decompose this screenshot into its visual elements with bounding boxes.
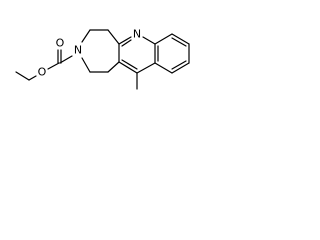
bond-c3-n-ring (118, 36, 132, 45)
bond-carbonyl-n (59, 55, 73, 64)
carbonyl-oxygen-label: O (56, 37, 65, 50)
bond-c6-c5b (171, 62, 190, 74)
bond-c2-c3 (107, 29, 120, 45)
structure-drawing: O O N N (15, 28, 190, 90)
bond-c3-n-ring-double (121, 39, 132, 47)
bond-ethyl-c2-o (28, 75, 37, 81)
bond-c6-c5b-double (171, 60, 187, 70)
bond-c8-c7 (171, 33, 190, 45)
bond-c9-c4-double (121, 59, 138, 70)
bond-n-c6 (81, 57, 91, 73)
carbamate-nitrogen-label: N (74, 44, 82, 57)
ester-oxygen-label: O (38, 66, 47, 79)
bond-c8-c7-double (171, 37, 187, 47)
bond-n-ring-c8a (142, 36, 156, 45)
ring-nitrogen-label: N (133, 28, 141, 41)
bond-c5b-c4a (154, 62, 173, 74)
bond-ethyl-c1-c2 (15, 71, 30, 81)
bond-c8a-c8 (154, 33, 173, 45)
bond-o-carbonyl (47, 62, 60, 70)
bond-c4a-c9 (136, 62, 156, 74)
bond-c9-c4 (118, 61, 138, 74)
bond-n-c1 (81, 29, 91, 43)
chemical-structure: O O N N (0, 0, 225, 117)
bond-c5-c4 (107, 61, 120, 73)
